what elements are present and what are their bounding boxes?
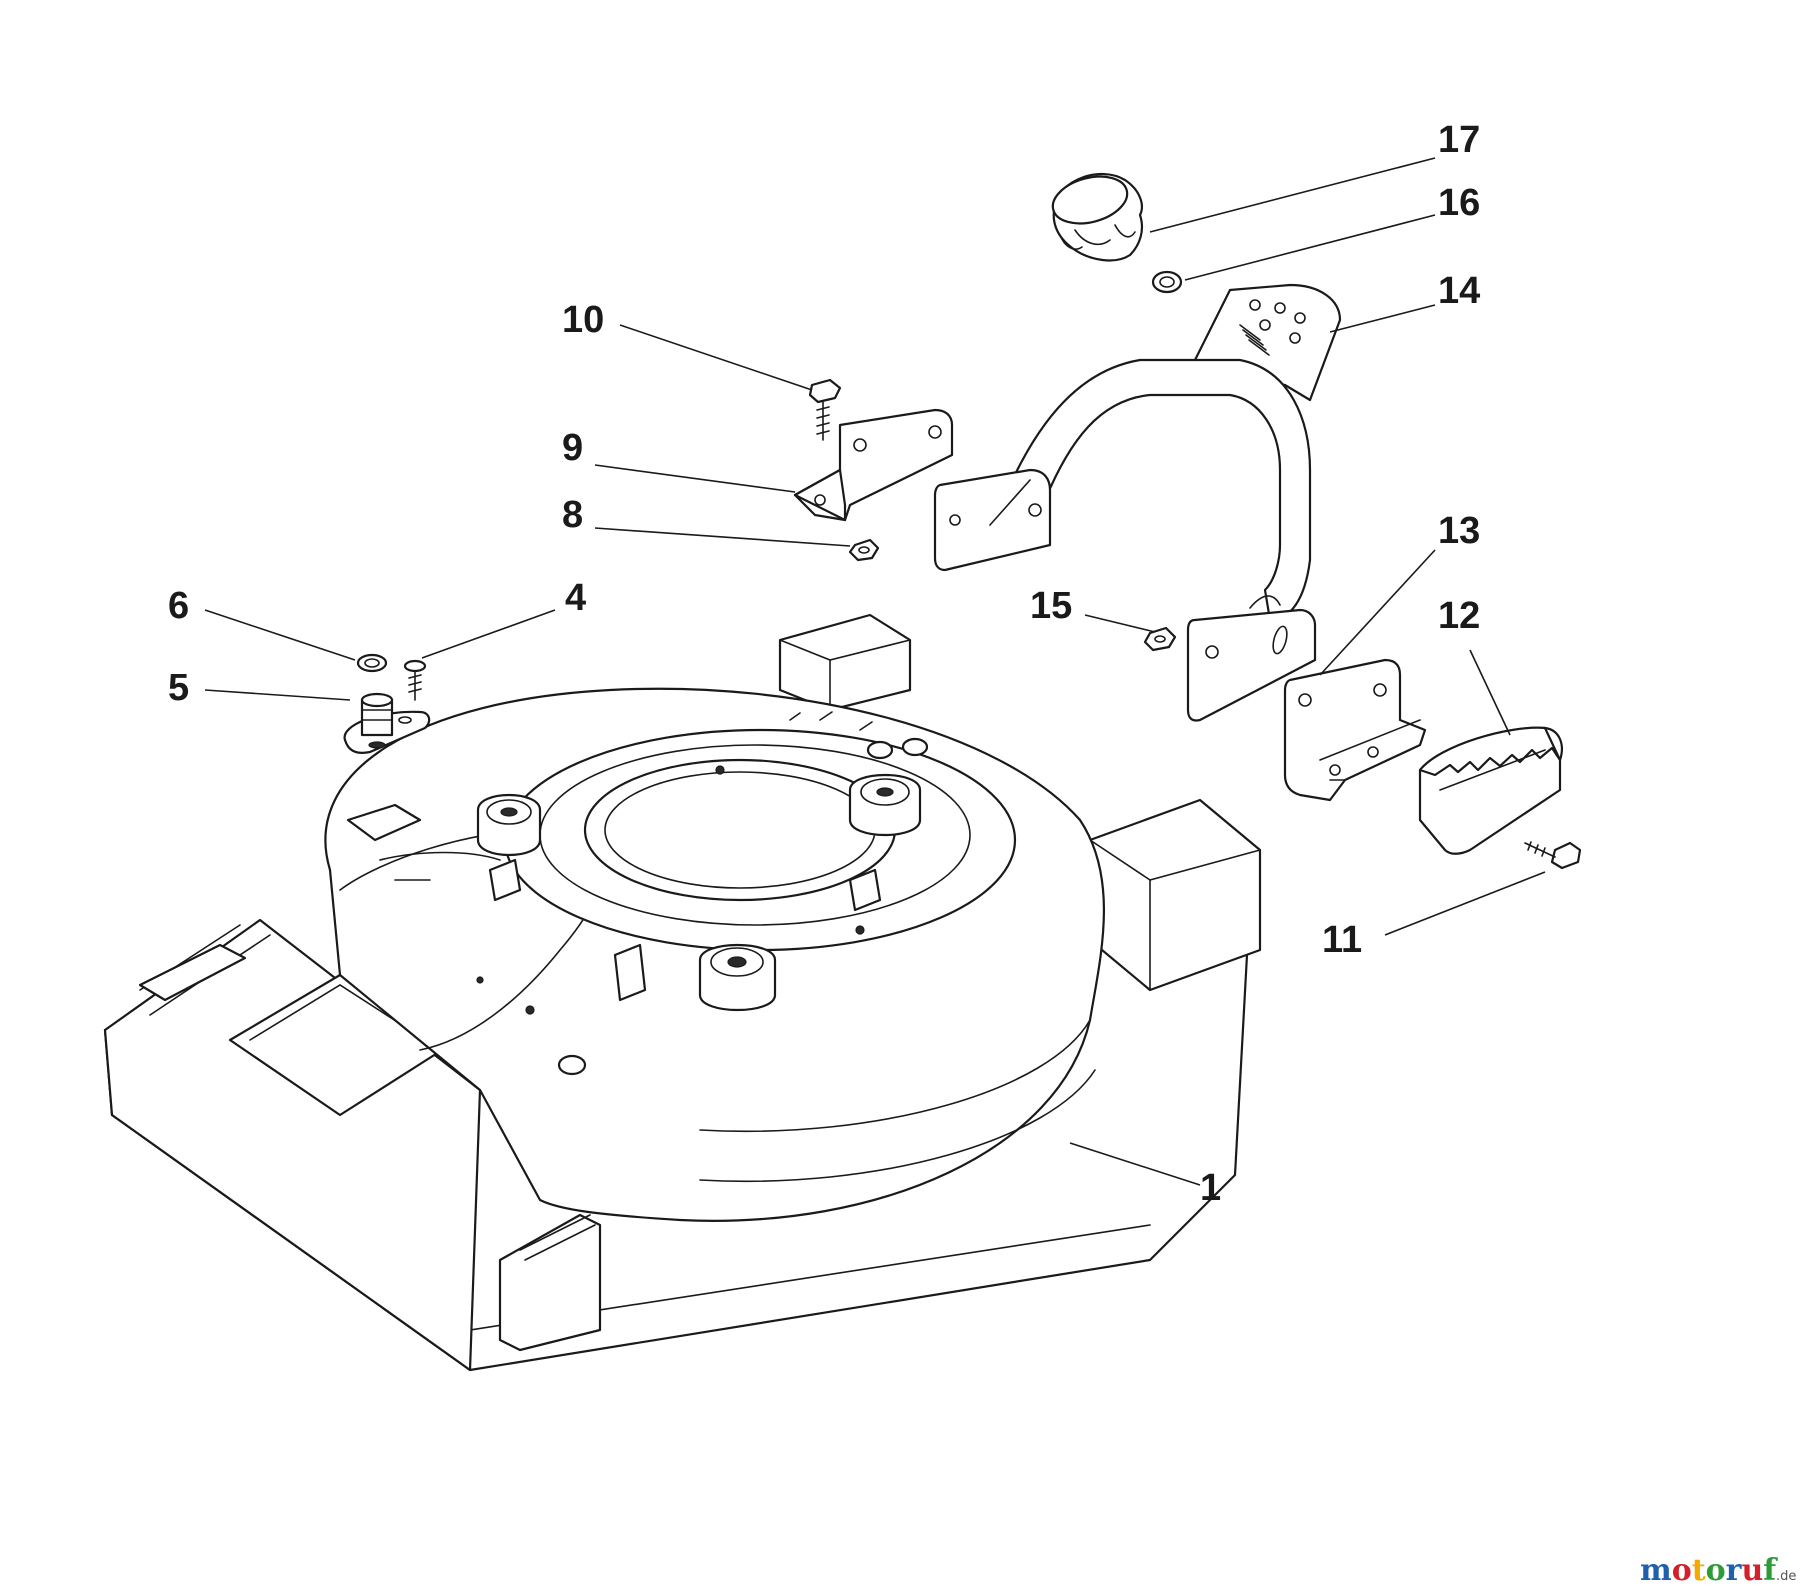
part-17-knob [1051, 172, 1144, 262]
leader-lines [204, 157, 1546, 1186]
part-12-notched-plate [1418, 726, 1563, 855]
watermark-text: motoruf [1640, 1553, 1778, 1588]
part-11-bolt [1524, 841, 1582, 870]
callout-10: 10 [562, 299, 604, 341]
part-9-bracket [793, 408, 954, 522]
callout-1: 1 [1200, 1167, 1221, 1209]
part-8-nut [848, 538, 880, 562]
callout-9: 9 [562, 427, 583, 469]
watermark-suffix: .de [1776, 1569, 1796, 1584]
deck-boss [476, 794, 542, 856]
part-1-mower-deck [103, 613, 1262, 1372]
part-10-bolt [808, 378, 842, 441]
deck-boss [848, 774, 922, 836]
callout-5: 5 [168, 667, 189, 709]
part-14-lever [933, 283, 1342, 722]
callout-8: 8 [562, 494, 583, 536]
part-13-bracket [1283, 658, 1427, 802]
part-5-adjuster [343, 692, 431, 754]
watermark-logo: motoruf .de [1640, 1553, 1796, 1588]
callout-14: 14 [1438, 270, 1480, 312]
callout-4: 4 [565, 577, 586, 619]
part-4-screw [403, 659, 427, 701]
callout-17: 17 [1438, 119, 1480, 161]
callout-6: 6 [168, 585, 189, 627]
callout-11: 11 [1322, 919, 1362, 961]
callout-16: 16 [1438, 182, 1480, 224]
part-6-washer [356, 653, 388, 673]
callout-12: 12 [1438, 595, 1480, 637]
deck-boss [698, 944, 777, 1011]
callout-numbers: 1 4 5 6 8 9 10 11 12 13 14 15 16 17 [168, 119, 1480, 1209]
part-16-washer [1151, 270, 1183, 294]
part-15-nut [1143, 626, 1177, 652]
callout-15: 15 [1030, 585, 1072, 627]
callout-13: 13 [1438, 510, 1480, 552]
